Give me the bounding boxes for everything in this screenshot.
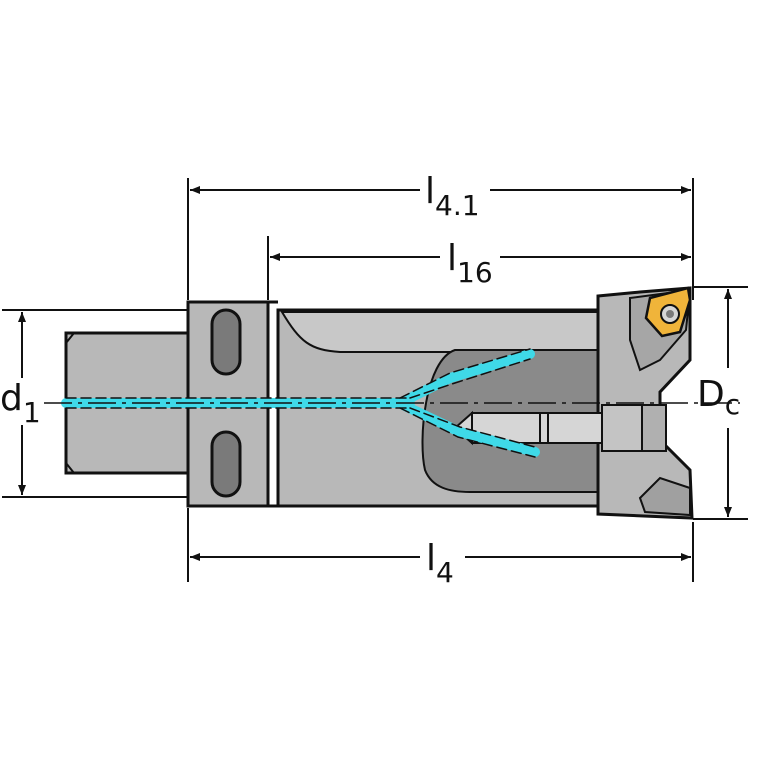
label-dc: Dc bbox=[697, 374, 740, 421]
label-l4-1: l4.1 bbox=[425, 171, 480, 222]
label-l4: l4 bbox=[426, 538, 454, 589]
label-d1: d1 bbox=[0, 378, 41, 429]
keyway-slot-bottom bbox=[210, 430, 242, 498]
label-l16: l16 bbox=[447, 238, 493, 289]
dimension-lines bbox=[2, 178, 748, 582]
upper-relief bbox=[280, 311, 601, 353]
keyway-slot-top bbox=[210, 308, 242, 376]
tool-body bbox=[64, 286, 694, 520]
cutting-insert bbox=[644, 286, 692, 338]
screw-block bbox=[601, 404, 643, 452]
lower-pocket bbox=[638, 476, 691, 517]
shank-chamfer bbox=[65, 332, 75, 474]
